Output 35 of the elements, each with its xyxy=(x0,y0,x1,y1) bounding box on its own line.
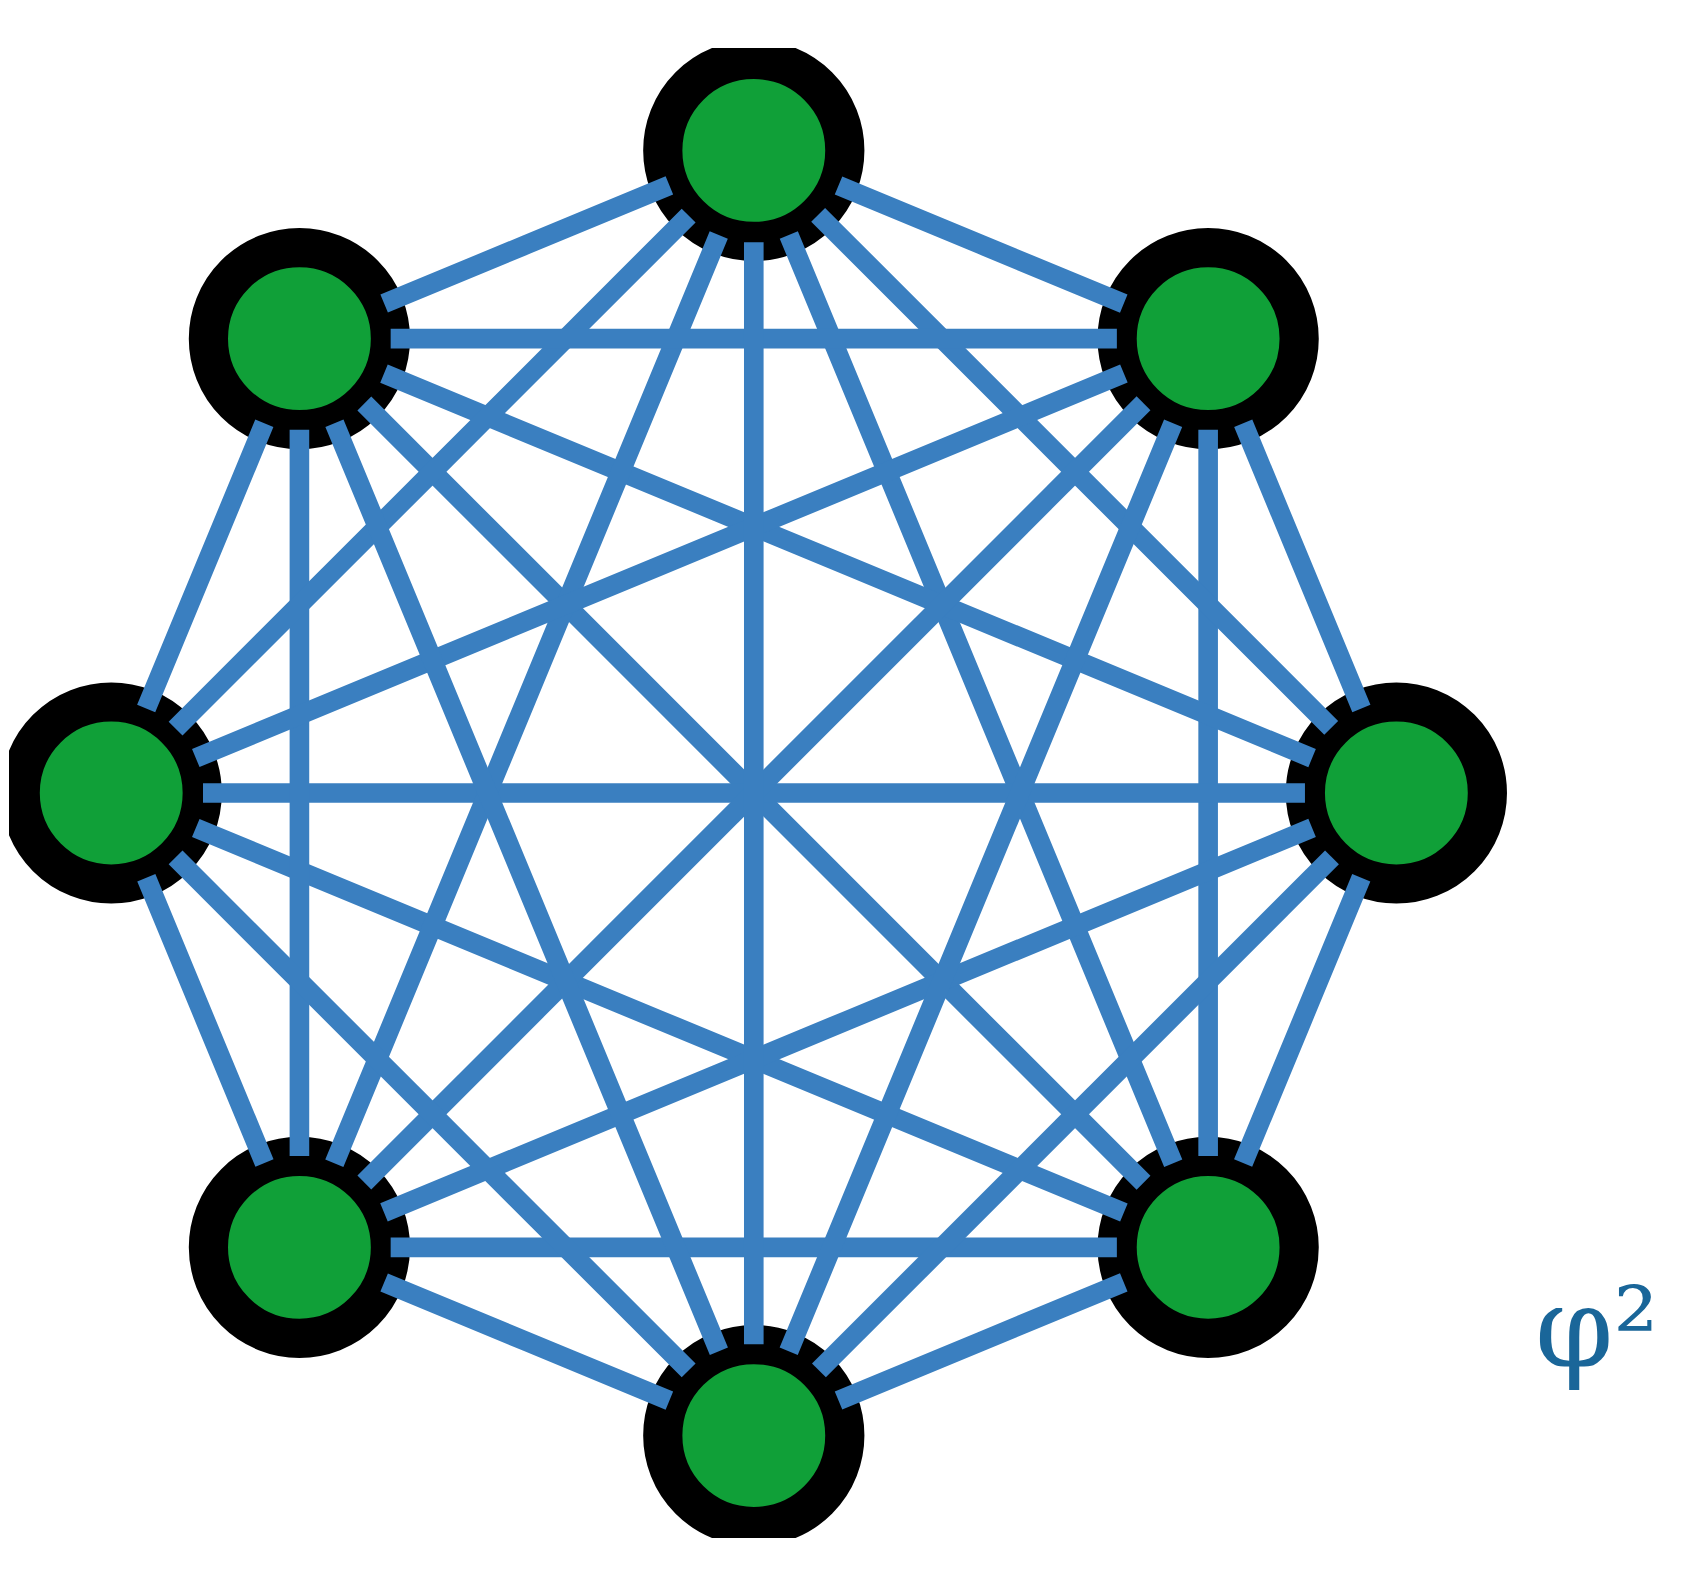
connector xyxy=(168,849,696,1377)
node-circle xyxy=(1285,681,1507,904)
connector xyxy=(136,873,274,1167)
connector xyxy=(202,782,1305,803)
connector xyxy=(811,849,1339,1377)
connector xyxy=(136,419,273,712)
connector xyxy=(743,241,764,1344)
connector xyxy=(379,364,1316,767)
connector xyxy=(779,418,1182,1355)
node-circle xyxy=(1097,227,1319,449)
node-circle xyxy=(642,47,864,261)
connector xyxy=(1233,419,1370,712)
connector xyxy=(1197,429,1218,1156)
connector xyxy=(379,818,1316,1221)
node-circle xyxy=(188,227,410,449)
connector xyxy=(379,175,673,313)
connector xyxy=(390,1237,1117,1257)
label: φ² xyxy=(1534,1262,1658,1393)
connector xyxy=(168,208,696,736)
node-circle xyxy=(8,681,222,904)
connector xyxy=(289,429,309,1156)
connector xyxy=(191,818,1128,1222)
connector xyxy=(779,230,1182,1167)
connector xyxy=(1233,873,1370,1167)
connector xyxy=(379,1272,673,1410)
node-circle xyxy=(1097,1136,1319,1358)
connector xyxy=(191,364,1128,767)
connector xyxy=(324,230,728,1167)
connector xyxy=(834,175,1127,313)
connector xyxy=(834,1272,1127,1410)
connector xyxy=(324,418,728,1355)
connector xyxy=(810,207,1338,735)
node-circle xyxy=(188,1136,410,1358)
connector xyxy=(390,328,1117,348)
node-circle xyxy=(642,1324,864,1538)
